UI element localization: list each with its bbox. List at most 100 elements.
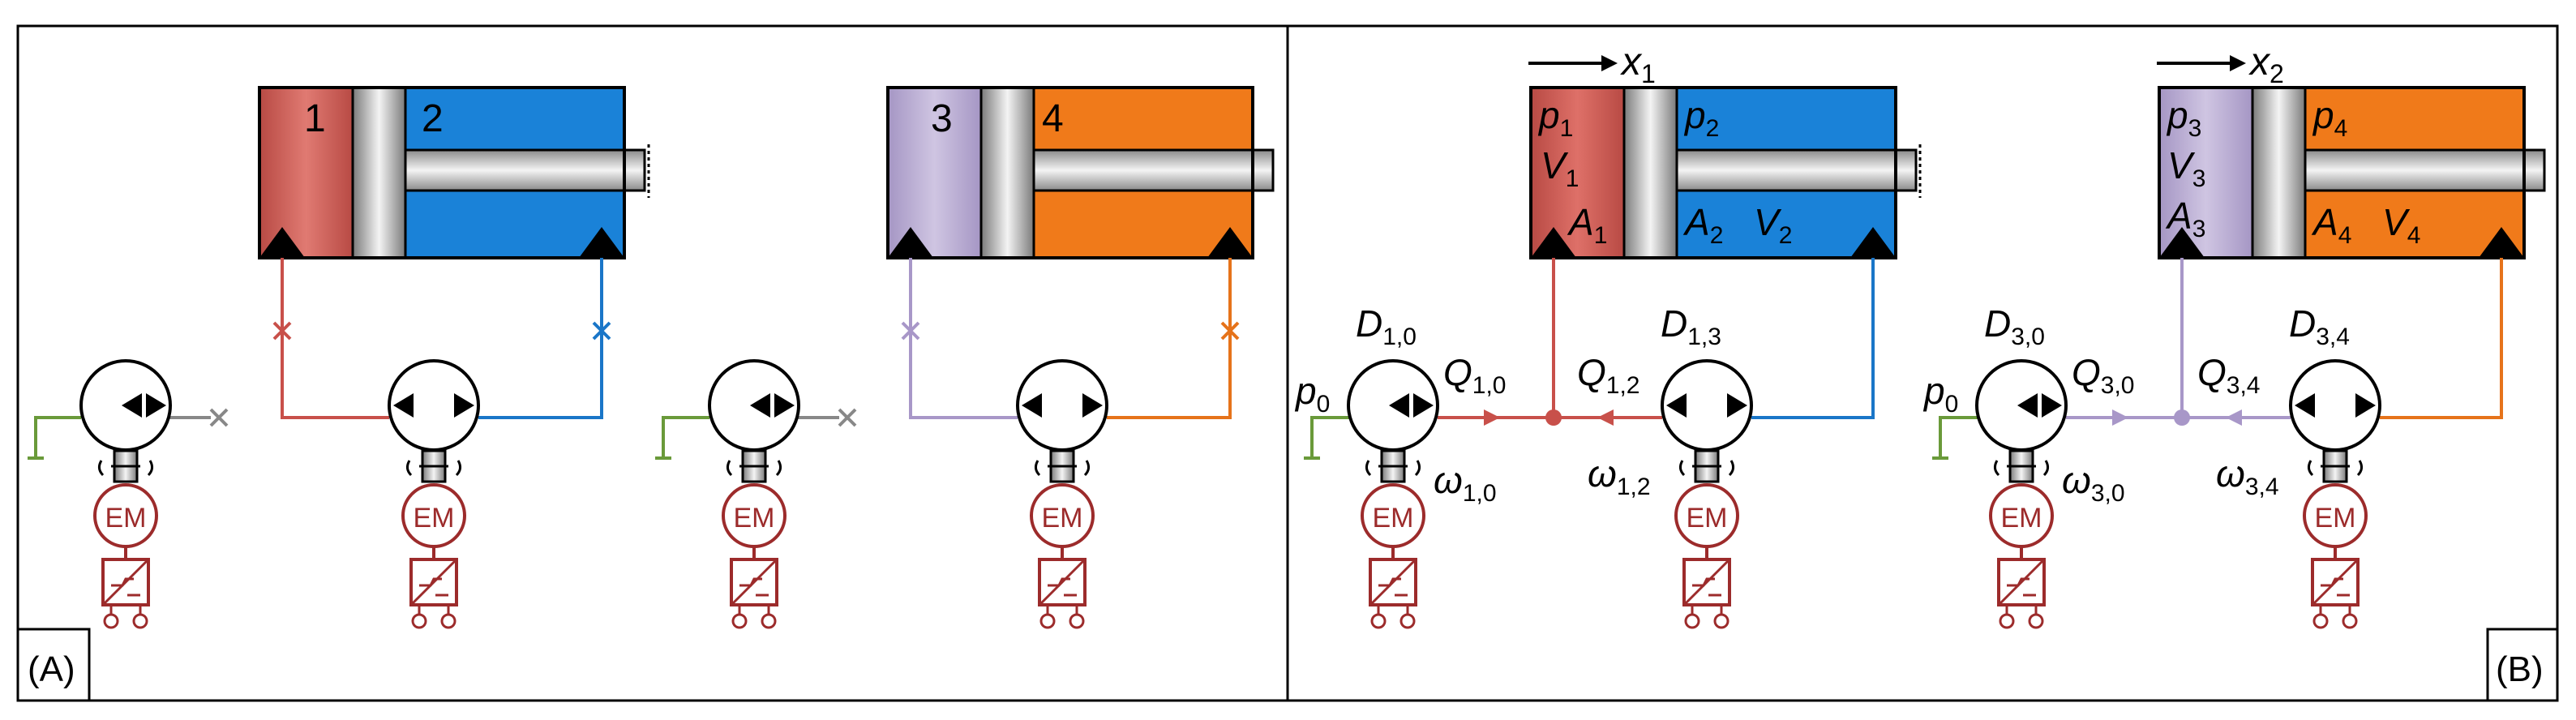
p0-right-symbol: p (1922, 370, 1945, 412)
motor-label: EM (1042, 503, 1083, 534)
terminal (731, 613, 748, 629)
pump-b2 (1661, 359, 1753, 452)
A3-subscript: 3 (2192, 216, 2206, 242)
svg-text:A1: A1 (1567, 201, 1607, 249)
motor-label: EM (414, 503, 455, 534)
D34-subscript: 3,4 (2316, 324, 2350, 350)
w30-subscript: 3,0 (2091, 480, 2125, 507)
drive-unit-4: EM (1030, 449, 1095, 629)
pump-a4 (1016, 359, 1108, 452)
svg-text:Q1,2: Q1,2 (1577, 351, 1640, 399)
svg-text:A3: A3 (2165, 195, 2205, 242)
x1-symbol: x (1620, 41, 1643, 84)
converter-diagonal (1682, 558, 1731, 606)
terminal (2028, 613, 2044, 629)
pump-b4 (2289, 359, 2381, 452)
svg-text:A2: A2 (1682, 201, 1723, 249)
chamber-3-label: 3 (931, 97, 953, 140)
chamber-4-label: 4 (1042, 97, 1064, 140)
converter-symbol (1048, 577, 1070, 587)
drive-unit-6: EM (1674, 449, 1739, 629)
drive-unit-8: EM (2303, 449, 2368, 629)
rotation-arrow-icon (455, 460, 462, 477)
svg-text:ω1,0: ω1,0 (1434, 459, 1497, 507)
Q30-subscript: 3,0 (2101, 372, 2135, 399)
junction-b2 (2174, 409, 2190, 426)
svg-text:D1,0: D1,0 (1356, 302, 1417, 350)
Q10-subscript: 1,0 (1472, 372, 1507, 399)
panel-b-label: (B) (2496, 649, 2544, 689)
w10-subscript: 1,0 (1463, 480, 1497, 507)
Q34-subscript: 3,4 (2227, 372, 2261, 399)
svg-text:p0: p0 (1294, 370, 1330, 418)
converter-diagonal (101, 558, 150, 606)
terminal (132, 613, 148, 629)
A2-symbol: A (1682, 201, 1710, 243)
V1-symbol: V (1541, 144, 1569, 186)
D13-symbol: D (1661, 302, 1687, 345)
converter-diagonal (1997, 558, 2046, 606)
V4-symbol: V (2382, 201, 2411, 243)
svg-text:p4: p4 (2312, 94, 2347, 142)
converter-symbol (419, 577, 442, 587)
pump-a1 (79, 359, 172, 452)
drive-unit-1: EM (93, 449, 158, 629)
terminal (411, 613, 427, 629)
motor-label: EM (105, 503, 147, 534)
p1-symbol: p (1537, 94, 1560, 136)
svg-text:A4: A4 (2311, 201, 2351, 249)
D10-subscript: 1,0 (1382, 324, 1417, 350)
rotation-arrow-icon (1414, 460, 1421, 477)
x2-symbol: x (2248, 41, 2271, 84)
terminal (1713, 613, 1729, 629)
terminal (1370, 613, 1387, 629)
w30-symbol: ω (2062, 459, 2091, 501)
converter-symbol (1378, 577, 1401, 587)
position-arrow-x1: x1 (1528, 41, 1656, 88)
D34-symbol: D (2289, 302, 2316, 345)
D30-subscript: 3,0 (2011, 324, 2045, 350)
cylinder-a1: 1 2 (258, 86, 650, 259)
w10-symbol: ω (1434, 459, 1463, 501)
converter-symbol (2321, 577, 2343, 587)
terminal (103, 613, 119, 629)
terminal (761, 613, 777, 629)
pump-a3 (708, 359, 800, 452)
svg-text:D3,4: D3,4 (2289, 302, 2350, 350)
converter-symbol (2007, 577, 2030, 587)
D30-symbol: D (1984, 302, 2011, 345)
converter-diagonal (2311, 558, 2360, 606)
rotation-arrow-icon (1728, 460, 1735, 477)
V2-subscript: 2 (1779, 222, 1793, 249)
converter-diagonal (1038, 558, 1087, 606)
svg-text:V3: V3 (2167, 144, 2205, 192)
drive-unit-2: EM (401, 449, 466, 629)
svg-text:p0: p0 (1922, 370, 1958, 418)
svg-text:ω1,2: ω1,2 (1588, 452, 1651, 500)
panel-b-labels: p1 V1 A1 p2 A2 V2 p3 V3 A3 p4 A4 V4 D1,0… (1294, 94, 2420, 507)
converter-diagonal (409, 558, 458, 606)
motor-label: EM (2001, 503, 2042, 534)
p4-symbol: p (2312, 94, 2334, 136)
p0-left-subscript: 0 (1317, 391, 1331, 418)
motor-label: EM (1687, 503, 1728, 534)
w12-symbol: ω (1588, 452, 1617, 495)
drive-unit-5: EM (1361, 449, 1425, 629)
w34-subscript: 3,4 (2245, 474, 2279, 500)
V3-symbol: V (2167, 144, 2196, 186)
D13-subscript: 1,3 (1687, 324, 1721, 350)
p3-subscript: 3 (2188, 115, 2202, 142)
rotation-arrow-icon (1365, 460, 1372, 477)
x1-subscript: 1 (1641, 59, 1656, 88)
pump-b3 (1975, 359, 2068, 452)
converter-symbol (111, 577, 134, 587)
svg-text:V4: V4 (2382, 201, 2420, 249)
junction-b1 (1545, 409, 1562, 426)
svg-text:Q3,0: Q3,0 (2072, 351, 2135, 399)
flow-arrows-b (1484, 409, 2242, 426)
svg-text:V1: V1 (1541, 144, 1579, 192)
w12-subscript: 1,2 (1617, 474, 1651, 500)
rotation-arrow-icon (1034, 460, 1041, 477)
p0-right-subscript: 0 (1945, 391, 1959, 418)
pump-a2 (388, 359, 480, 452)
